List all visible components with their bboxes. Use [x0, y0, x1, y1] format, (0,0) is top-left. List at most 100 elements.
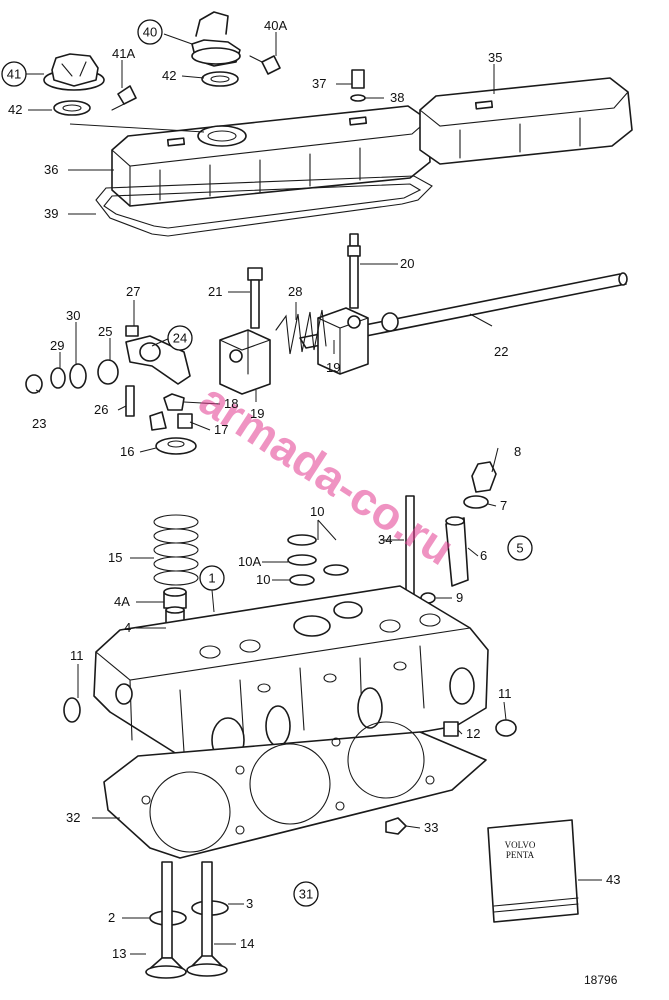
callout-11-left: 11	[70, 648, 84, 663]
callout-12: 12	[466, 726, 480, 741]
bushing-25	[97, 359, 119, 385]
adjuster-screw-26	[125, 385, 135, 417]
spring-washer-29	[50, 367, 66, 389]
callout-41a: 41A	[112, 46, 135, 61]
callout-5: 5	[507, 535, 533, 561]
callout-19-right: 19	[326, 360, 340, 375]
callout-40a: 40A	[264, 18, 287, 33]
valve-keepers-17	[149, 411, 193, 431]
callout-40: 40	[137, 19, 163, 45]
callout-3: 3	[246, 896, 253, 911]
plug-11-right	[495, 719, 517, 737]
filler-cap-40	[191, 11, 241, 67]
callout-42-right: 42	[162, 68, 176, 83]
callout-18: 18	[224, 396, 238, 411]
svg-text:31: 31	[299, 887, 313, 902]
seal-ring-42-right	[201, 71, 239, 87]
callout-7: 7	[500, 498, 507, 513]
callout-34: 34	[378, 532, 392, 547]
callout-1: 1	[199, 565, 225, 591]
callout-35: 35	[488, 50, 502, 65]
callout-14: 14	[240, 936, 254, 951]
cover-gasket-39	[95, 175, 433, 237]
callout-38: 38	[390, 90, 404, 105]
callout-17: 17	[214, 422, 228, 437]
callout-8: 8	[514, 444, 521, 459]
injector-sleeve-parts-10	[287, 534, 349, 586]
plug-11-left	[63, 697, 81, 723]
spring-retainer-16	[155, 437, 197, 455]
callout-9: 9	[456, 590, 463, 605]
head-gasket-32	[103, 721, 487, 859]
callout-30: 30	[66, 308, 80, 323]
callout-39: 39	[44, 206, 58, 221]
seal-ring-42-left	[53, 100, 91, 116]
callout-32: 32	[66, 810, 80, 825]
rocker-cover-35	[419, 77, 633, 165]
callout-27: 27	[126, 284, 140, 299]
svg-text:41: 41	[7, 67, 21, 82]
stud-37	[350, 69, 366, 102]
callout-2: 2	[108, 910, 115, 925]
figure-number: 18796	[584, 973, 618, 987]
callout-16: 16	[120, 444, 134, 459]
callout-43: 43	[606, 872, 620, 887]
callout-26: 26	[94, 402, 108, 417]
sleeve-6	[445, 516, 469, 587]
callout-11-right: 11	[498, 686, 512, 701]
callout-25: 25	[98, 324, 112, 339]
svg-text:24: 24	[173, 331, 187, 346]
leader-lines	[26, 32, 602, 955]
callout-29: 29	[50, 338, 64, 353]
callout-36: 36	[44, 162, 58, 177]
callout-15: 15	[108, 550, 122, 565]
callout-21: 21	[208, 284, 222, 299]
callout-42-left: 42	[8, 102, 22, 117]
rocker-bracket-19-left	[219, 329, 271, 395]
bolt-21	[247, 267, 263, 329]
valve-spring-15	[153, 514, 199, 586]
callout-10-top: 10	[310, 504, 324, 519]
lock-ring-23	[25, 374, 43, 394]
callout-33: 33	[424, 820, 438, 835]
book-logo-line2: PENTA	[506, 850, 535, 860]
stud-20	[347, 233, 361, 309]
inlet-valve-13	[145, 861, 187, 979]
callout-28: 28	[288, 284, 302, 299]
rocker-cover-36	[111, 105, 431, 207]
callout-13: 13	[112, 946, 126, 961]
instruction-book-43: VOLVO PENTA	[487, 819, 579, 923]
nut-33	[385, 817, 407, 835]
callout-20: 20	[400, 256, 414, 271]
valve-guide-seal-4a	[163, 587, 187, 609]
valve-keepers-18	[163, 393, 185, 411]
callout-23: 23	[32, 416, 46, 431]
callout-4: 4	[124, 620, 131, 635]
callout-6: 6	[480, 548, 487, 563]
oil-filler-cap-41	[43, 53, 105, 91]
plug-12	[443, 721, 459, 737]
screw-41a	[111, 85, 137, 111]
rocker-bracket-19-right	[317, 307, 369, 375]
callout-24: 24	[167, 325, 193, 351]
callout-10-bottom: 10	[256, 572, 270, 587]
copper-sleeve-8	[471, 461, 497, 493]
svg-text:5: 5	[516, 541, 523, 556]
callout-37: 37	[312, 76, 326, 91]
screw-40a	[249, 55, 281, 75]
nut-27	[125, 325, 139, 337]
exhaust-valve-14	[186, 861, 228, 977]
callout-41: 41	[1, 61, 27, 87]
book-logo-line1: VOLVO	[505, 840, 536, 850]
callout-10a: 10A	[238, 554, 261, 569]
svg-text:40: 40	[143, 25, 157, 40]
callout-labels: 1 2 3 4 4A 5 6 7 8 9 10 10A 10 11 11 12 …	[1, 18, 620, 961]
callout-31: 31	[293, 881, 319, 907]
spring-28	[275, 309, 327, 355]
svg-text:1: 1	[208, 571, 215, 586]
callout-19-left: 19	[250, 406, 264, 421]
seal-ring-7	[463, 495, 489, 509]
washer-30	[69, 363, 87, 389]
callout-22: 22	[494, 344, 508, 359]
